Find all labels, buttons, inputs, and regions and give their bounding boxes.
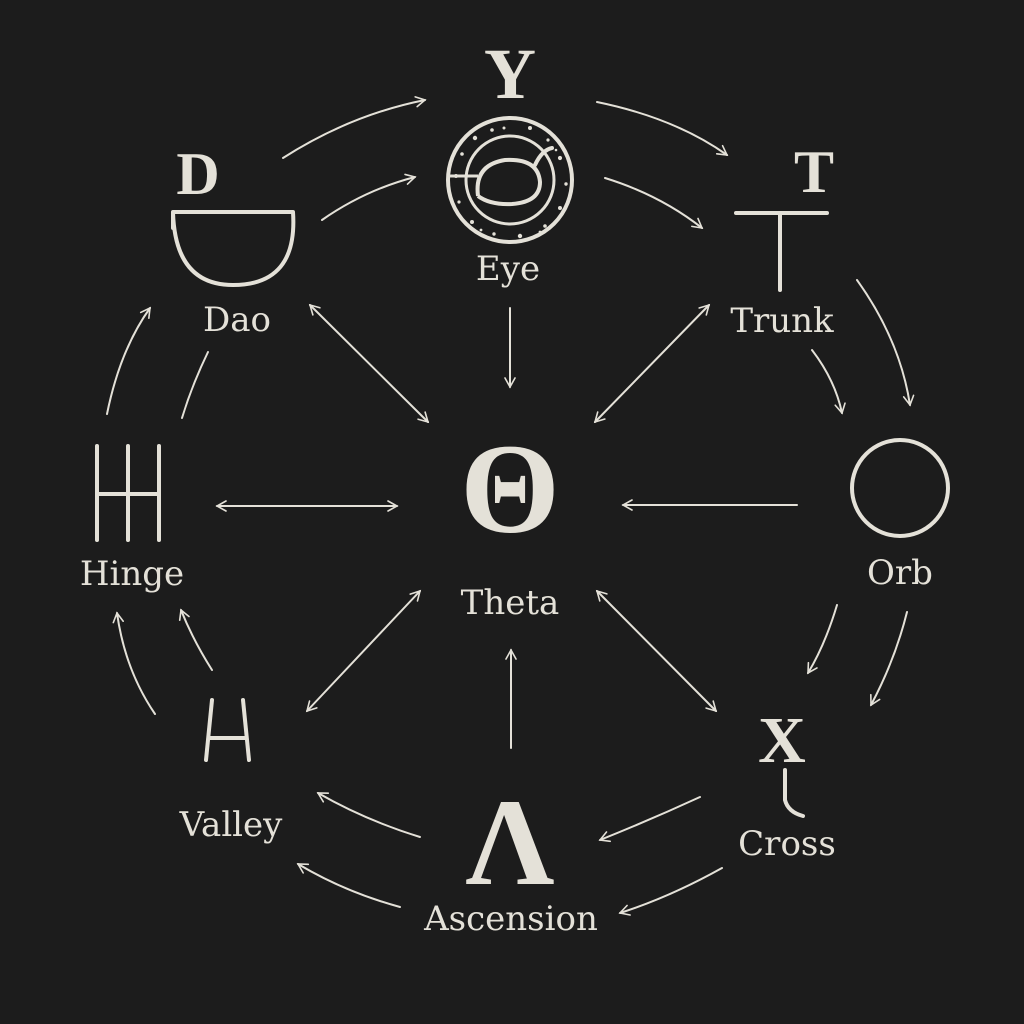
letter-y: Y (484, 34, 536, 114)
arrow-ascension-to-valley-outer (296, 863, 401, 908)
arrow-eye-to-trunk-inner (604, 177, 704, 230)
arrow-trunk-to-orb-inner (811, 349, 846, 415)
bowl-icon (171, 210, 296, 287)
lambda-icon: Λ (466, 774, 555, 911)
letter-d: D (176, 141, 219, 207)
label-trunk: Trunk (730, 301, 834, 341)
arrow-orb-to-cross-outer (870, 611, 908, 707)
cross-x-icon: X (758, 704, 806, 818)
node-orb: Orb (850, 438, 950, 593)
arrow-valley-to-hinge-inner (178, 608, 213, 671)
circle-icon (850, 438, 950, 538)
node-hinge: Hinge (80, 444, 184, 594)
label-ascension: Ascension (423, 899, 598, 939)
arrow-trunk-to-orb-outer (856, 279, 915, 407)
arrow-theta-valley (305, 589, 422, 713)
arrow-cross-to-ascension-inner (598, 796, 701, 843)
arrows (106, 96, 915, 916)
svg-text:Θ: Θ (460, 418, 560, 560)
arrow-hinge-to-dao-outer (106, 306, 151, 415)
arrow-dao-theta (308, 303, 430, 424)
arrow-hinge-to-dao-inner (181, 351, 209, 419)
node-trunk: T Trunk (730, 139, 834, 341)
node-eye: Y Eye (446, 34, 574, 289)
label-eye: Eye (476, 249, 540, 289)
arrow-trunk-theta (593, 303, 711, 424)
node-ascension: Λ Ascension (423, 774, 598, 939)
label-hinge: Hinge (80, 554, 184, 594)
node-cross: X Cross (738, 704, 836, 864)
hinge-bars-icon (95, 444, 161, 542)
node-theta: Θ Theta (460, 418, 560, 623)
eye-ring-icon (446, 116, 574, 244)
svg-text:X: X (758, 704, 806, 777)
valley-h-icon (204, 698, 251, 762)
arrow-dao-to-eye-outer (282, 96, 427, 159)
node-dao: D Dao (171, 141, 296, 340)
arrow-cross-to-ascension-outer (618, 867, 723, 916)
arrow-valley-to-hinge-outer (112, 611, 156, 715)
arrow-ascension-to-valley-inner (316, 792, 421, 838)
arrow-theta-cross (595, 589, 718, 713)
label-orb: Orb (867, 553, 933, 593)
trunk-t-icon (734, 211, 829, 292)
label-cross: Cross (738, 824, 836, 864)
label-theta: Theta (461, 583, 560, 623)
svg-text:Λ: Λ (466, 774, 555, 911)
node-valley: Valley (179, 698, 284, 845)
arrow-eye-to-trunk-outer (596, 101, 729, 156)
letter-t: T (794, 139, 834, 205)
label-valley: Valley (179, 805, 284, 845)
theta-icon: Θ (460, 418, 560, 560)
label-dao: Dao (203, 300, 271, 340)
arrow-dao-to-eye-inner (321, 173, 417, 221)
arrow-orb-to-cross-inner (807, 604, 838, 675)
